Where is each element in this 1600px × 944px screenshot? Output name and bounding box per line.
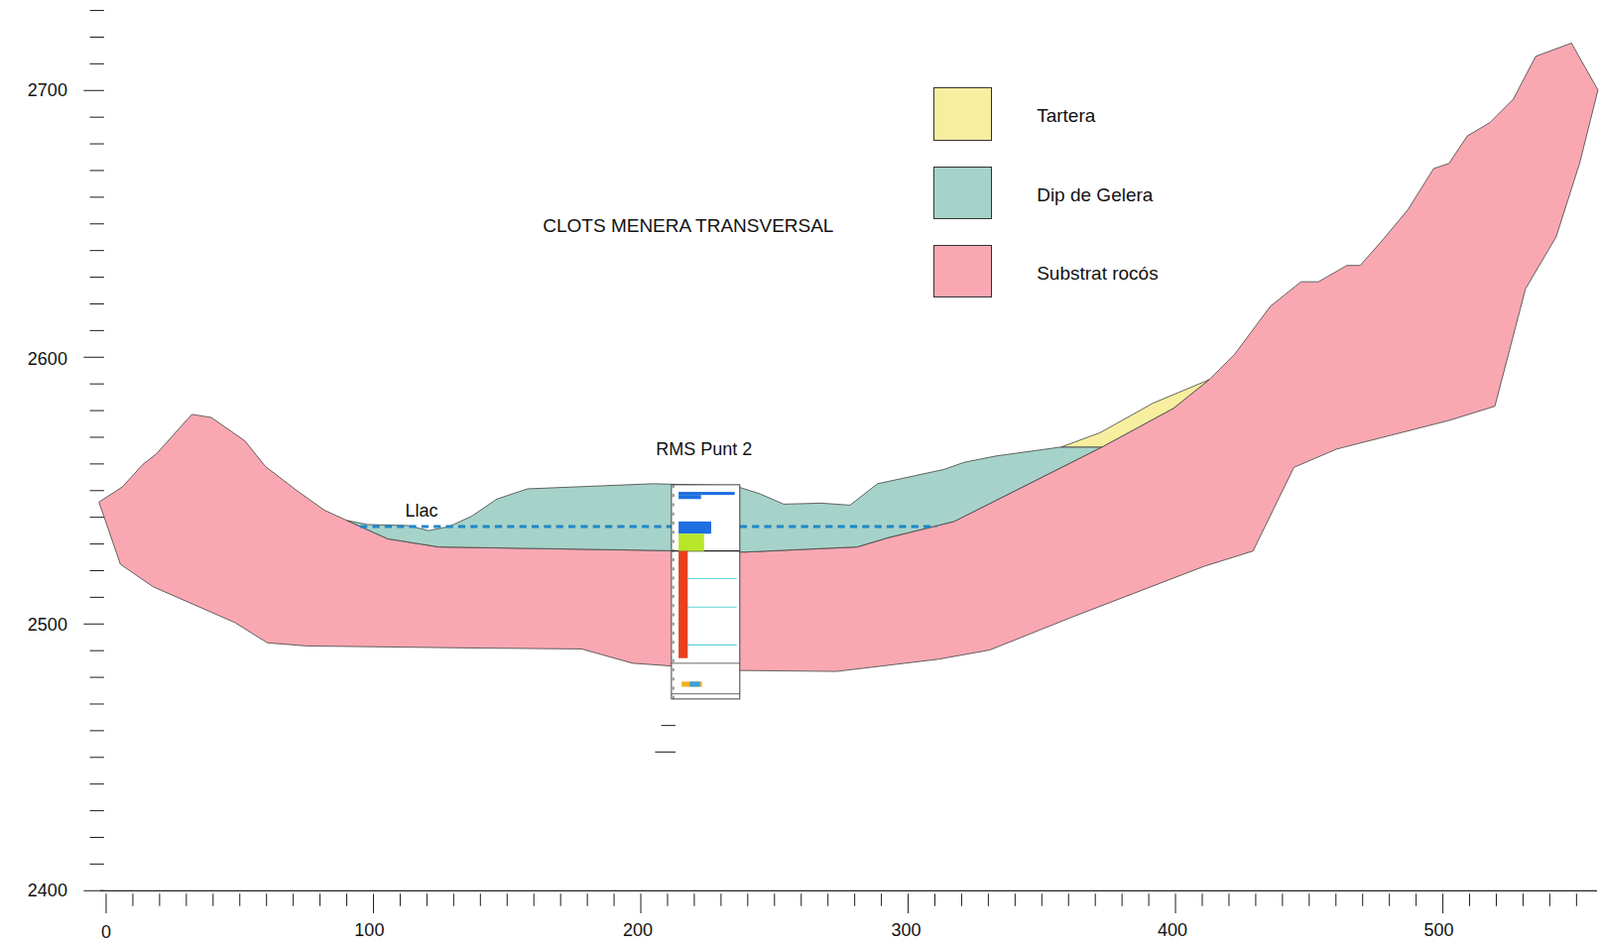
legend-swatch (933, 166, 992, 220)
axis-value: 400 (1157, 920, 1188, 942)
borehole-log (654, 485, 739, 753)
axis-value: 200 (622, 920, 653, 942)
axis-value: 2700 (27, 80, 68, 102)
lake-label: Llac (404, 500, 438, 522)
axis-ticks (83, 10, 1577, 914)
legend-text: Dip de Gelera (1036, 184, 1153, 207)
lake-level (360, 524, 937, 528)
legend-swatch (933, 87, 992, 140)
legend-text: Substrat rocós (1036, 262, 1159, 285)
axis-value: 2600 (27, 349, 68, 370)
axis-value: 500 (1423, 920, 1454, 942)
borehole-label: RMS Punt 2 (655, 439, 752, 461)
axis-value: 2400 (27, 880, 68, 902)
bedrock (99, 42, 1599, 672)
axis-value: 300 (890, 920, 921, 942)
scree (1061, 379, 1210, 448)
x-axis (100, 890, 1598, 892)
legend-text: Tartera (1036, 105, 1096, 127)
axis-value: 0 (101, 922, 112, 944)
axis-value: 100 (354, 920, 384, 942)
section-title: CLOTS MENERA TRANSVERSAL (542, 215, 834, 238)
axis-value: 2500 (27, 615, 68, 636)
legend-swatch (933, 245, 992, 298)
